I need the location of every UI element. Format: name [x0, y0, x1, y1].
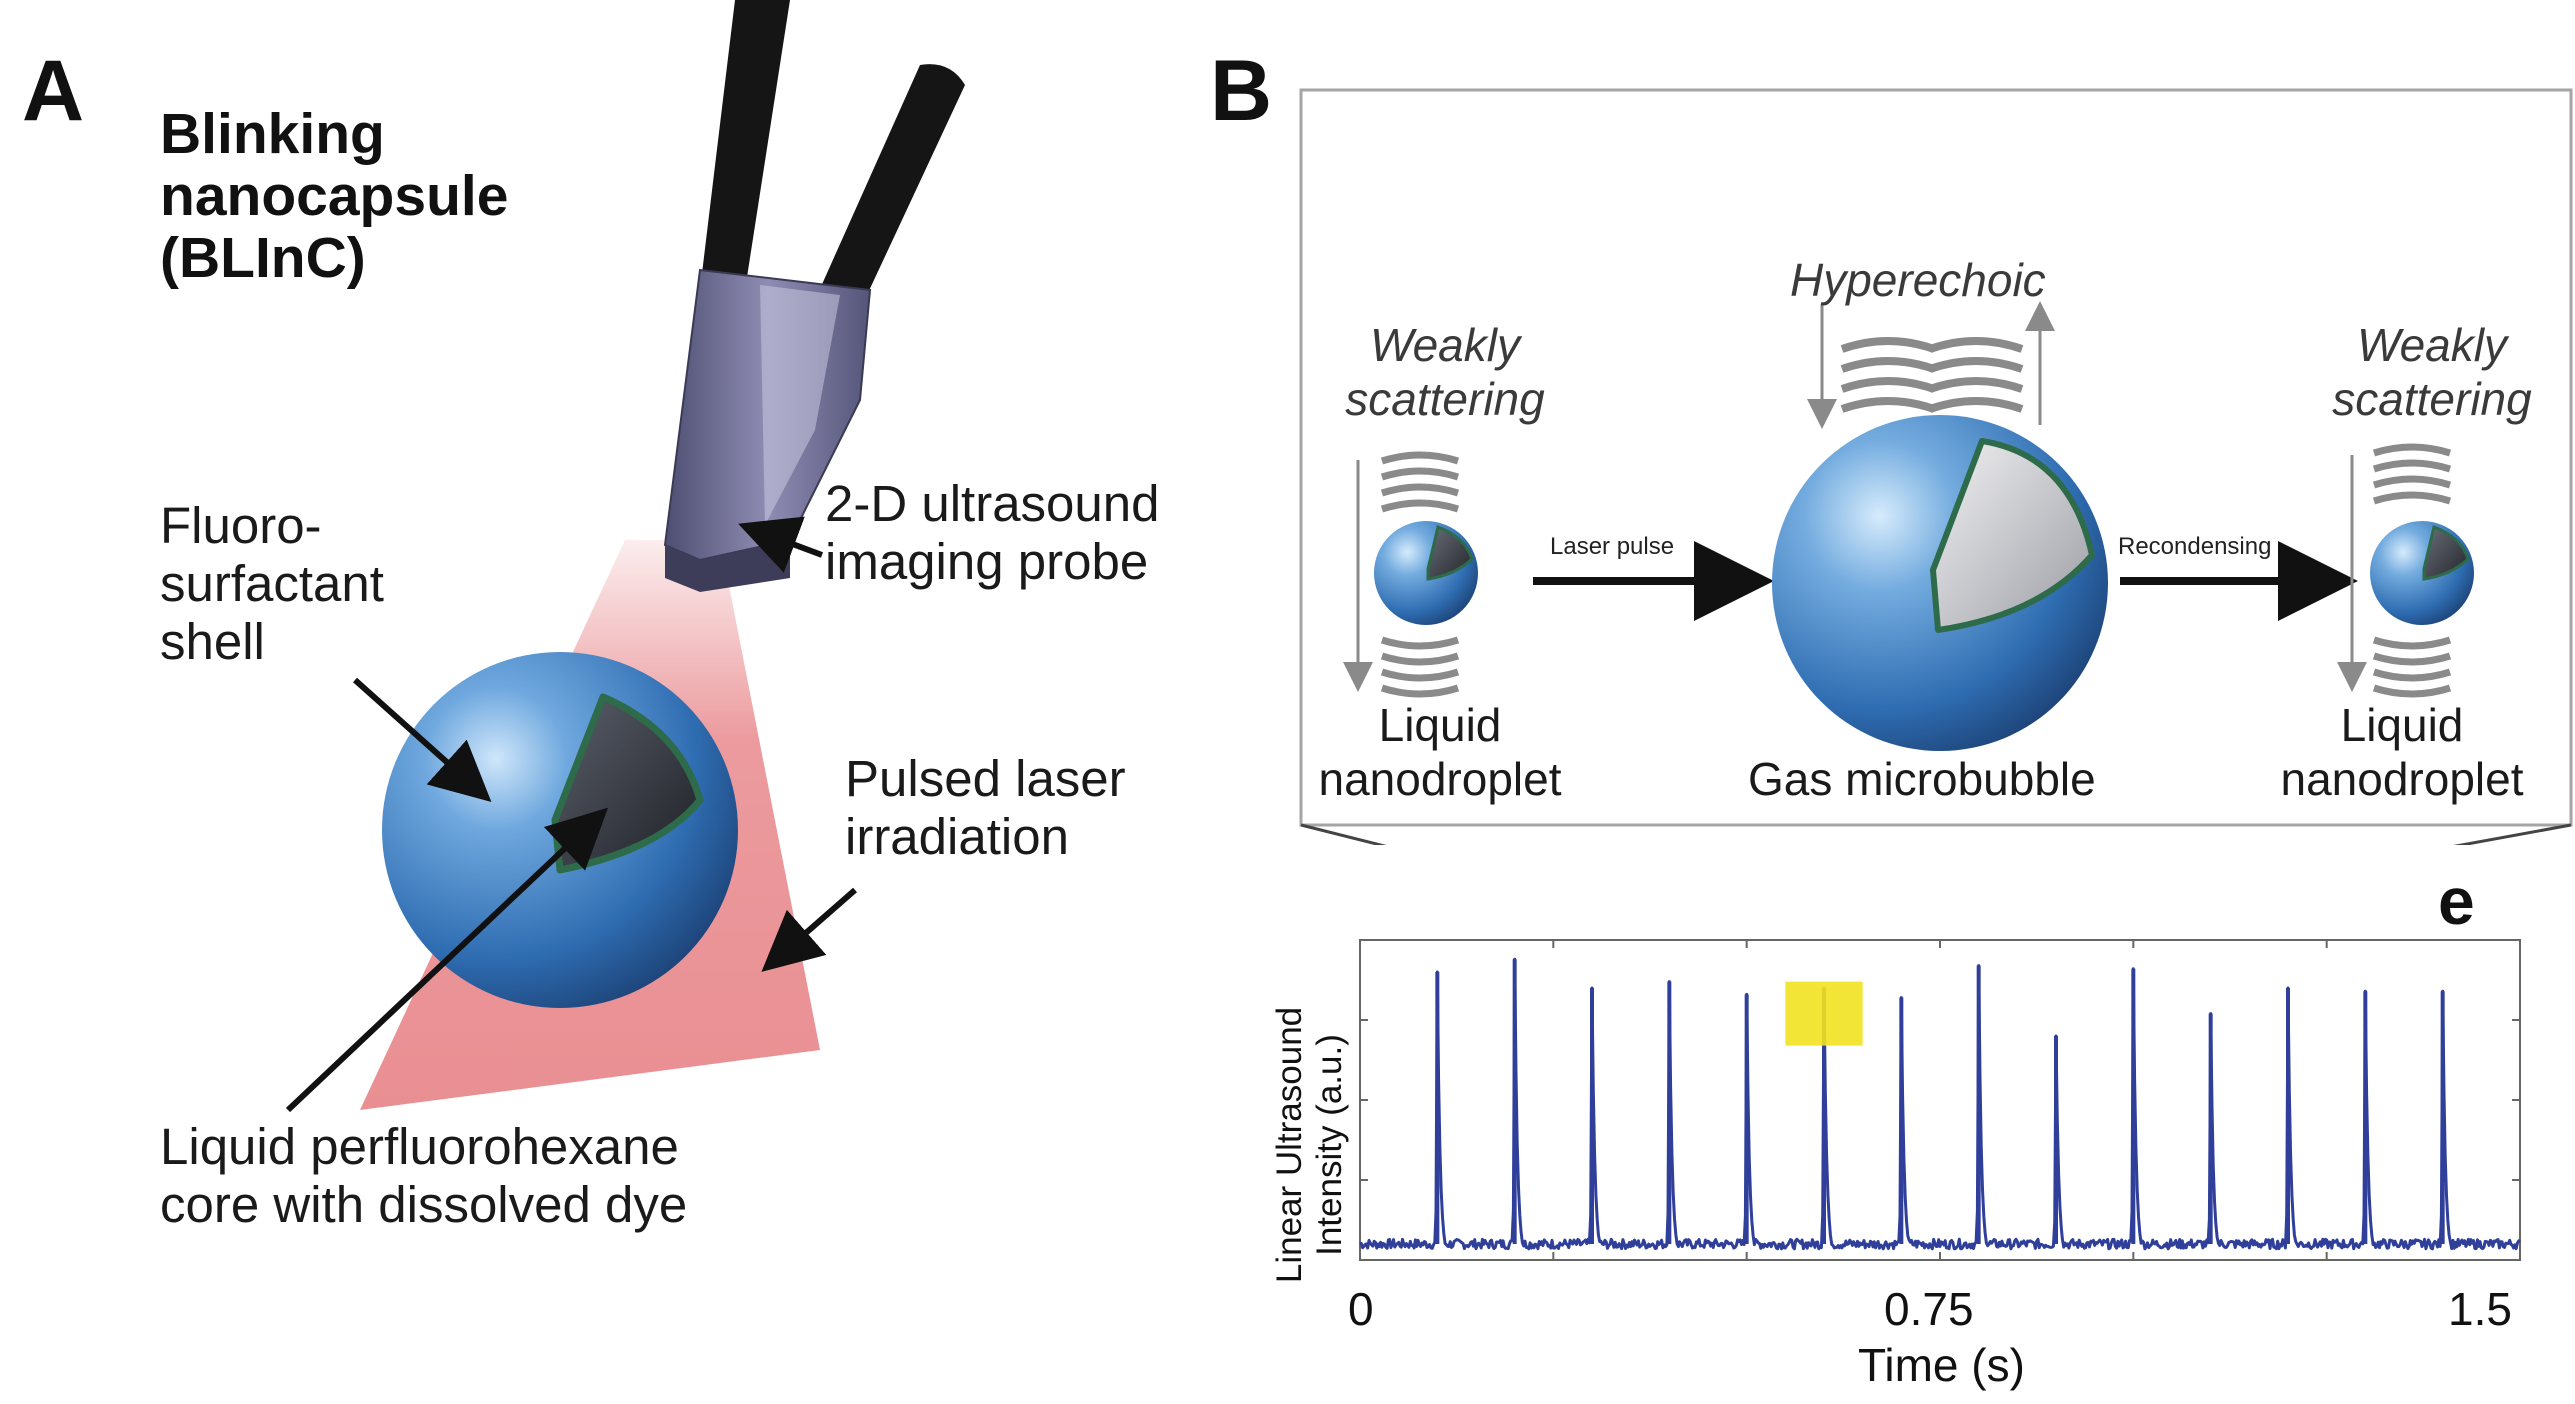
probe-label-line-1: 2-D ultrasound — [825, 475, 1160, 532]
probe-label: 2-D ultrasound imaging probe — [825, 475, 1160, 591]
liquid-left-line-1: Liquid — [1378, 699, 1502, 751]
highlight-window — [1785, 981, 1863, 1046]
chart-axes-box — [1359, 939, 2521, 1261]
laser-label-line-1: Pulsed laser — [845, 750, 1126, 807]
core-label-line-2: core with dissolved dye — [160, 1176, 688, 1233]
title-line-3: (BLInC) — [160, 226, 366, 290]
panel-a-illustration — [285, 0, 965, 1113]
weakly-right-line-1: Weakly — [2357, 319, 2507, 371]
weakly-left-line-1: Weakly — [1370, 319, 1520, 371]
shell-arrow — [353, 677, 492, 802]
laser-label: Pulsed laser irradiation — [845, 750, 1126, 866]
laser-arrow — [761, 887, 857, 972]
shell-label-line-2: surfactant — [160, 555, 384, 612]
probe-cable-left — [700, 0, 790, 290]
laser-pulse-label: Laser pulse — [1550, 533, 1675, 560]
laser-label-line-2: irradiation — [845, 808, 1069, 865]
hyperechoic-label: Hyperechoic — [1790, 254, 2046, 306]
probe-cable-right — [815, 64, 965, 311]
liquid-left-line-2: nanodroplet — [1318, 753, 1562, 805]
liquid-right-line-2: nanodroplet — [2280, 753, 2524, 805]
core-arrow — [285, 807, 609, 1113]
core-label-line-1: Liquid perfluorohexane — [160, 1118, 679, 1175]
left-nanodroplet-sphere — [1374, 521, 1478, 625]
right-nanodroplet-sphere — [2370, 521, 2474, 625]
shell-label-line-3: shell — [160, 613, 265, 670]
core-label: Liquid perfluorohexane core with dissolv… — [160, 1118, 687, 1234]
left-wave-bottom — [1380, 636, 1460, 698]
right-wave-top — [2372, 443, 2452, 505]
x-tick-15: 1.5 — [2448, 1283, 2512, 1335]
probe-highlight — [760, 285, 840, 525]
panel-b-letter: B — [1210, 43, 1273, 139]
ultrasound-intensity-chart — [1359, 939, 2521, 1261]
x-tick-0: 0 — [1348, 1283, 1374, 1335]
probe-arrow — [738, 516, 824, 573]
right-wave-bottom — [2372, 636, 2452, 698]
weakly-left-line-2: scattering — [1345, 373, 1545, 425]
title-line-1: Blinking — [160, 102, 385, 166]
panel-b-illustration — [1299, 88, 2573, 845]
right-nanodroplet-core — [2422, 525, 2470, 581]
gas-microbubble-label: Gas microbubble — [1748, 753, 2096, 805]
panel-a-title: Blinking nanocapsule (BLInC) — [160, 103, 508, 289]
shell-label: Fluoro- surfactant shell — [160, 497, 384, 671]
recondensing-label: Recondensing — [2118, 533, 2272, 560]
shell-label-line-1: Fluoro- — [160, 497, 322, 554]
weakly-right-line-2: scattering — [2332, 373, 2532, 425]
zoom-line-left — [1300, 823, 1387, 845]
gas-microbubble-core — [1930, 438, 2095, 633]
center-wave-left — [1840, 337, 1936, 413]
left-wave-top — [1380, 451, 1460, 513]
liquid-left-label: Liquid nanodroplet — [1300, 698, 1580, 806]
center-wave-right — [1928, 337, 2024, 413]
left-nanodroplet-core — [1426, 525, 1474, 581]
probe-label-line-2: imaging probe — [825, 533, 1149, 590]
zoom-line-right — [2453, 823, 2572, 845]
panel-a-letter: A — [22, 43, 85, 139]
liquid-right-label: Liquid nanodroplet — [2262, 698, 2542, 806]
liquid-right-line-1: Liquid — [2340, 699, 2464, 751]
intensity-trace — [1359, 957, 2521, 1251]
x-tick-075: 0.75 — [1884, 1283, 1974, 1335]
chart-panel-letter: e — [2438, 864, 2475, 938]
weakly-right-label: Weakly scattering — [2312, 318, 2552, 426]
title-line-2: nanocapsule — [160, 164, 509, 228]
chart-xlabel: Time (s) — [1858, 1339, 2025, 1391]
weakly-left-label: Weakly scattering — [1325, 318, 1565, 426]
